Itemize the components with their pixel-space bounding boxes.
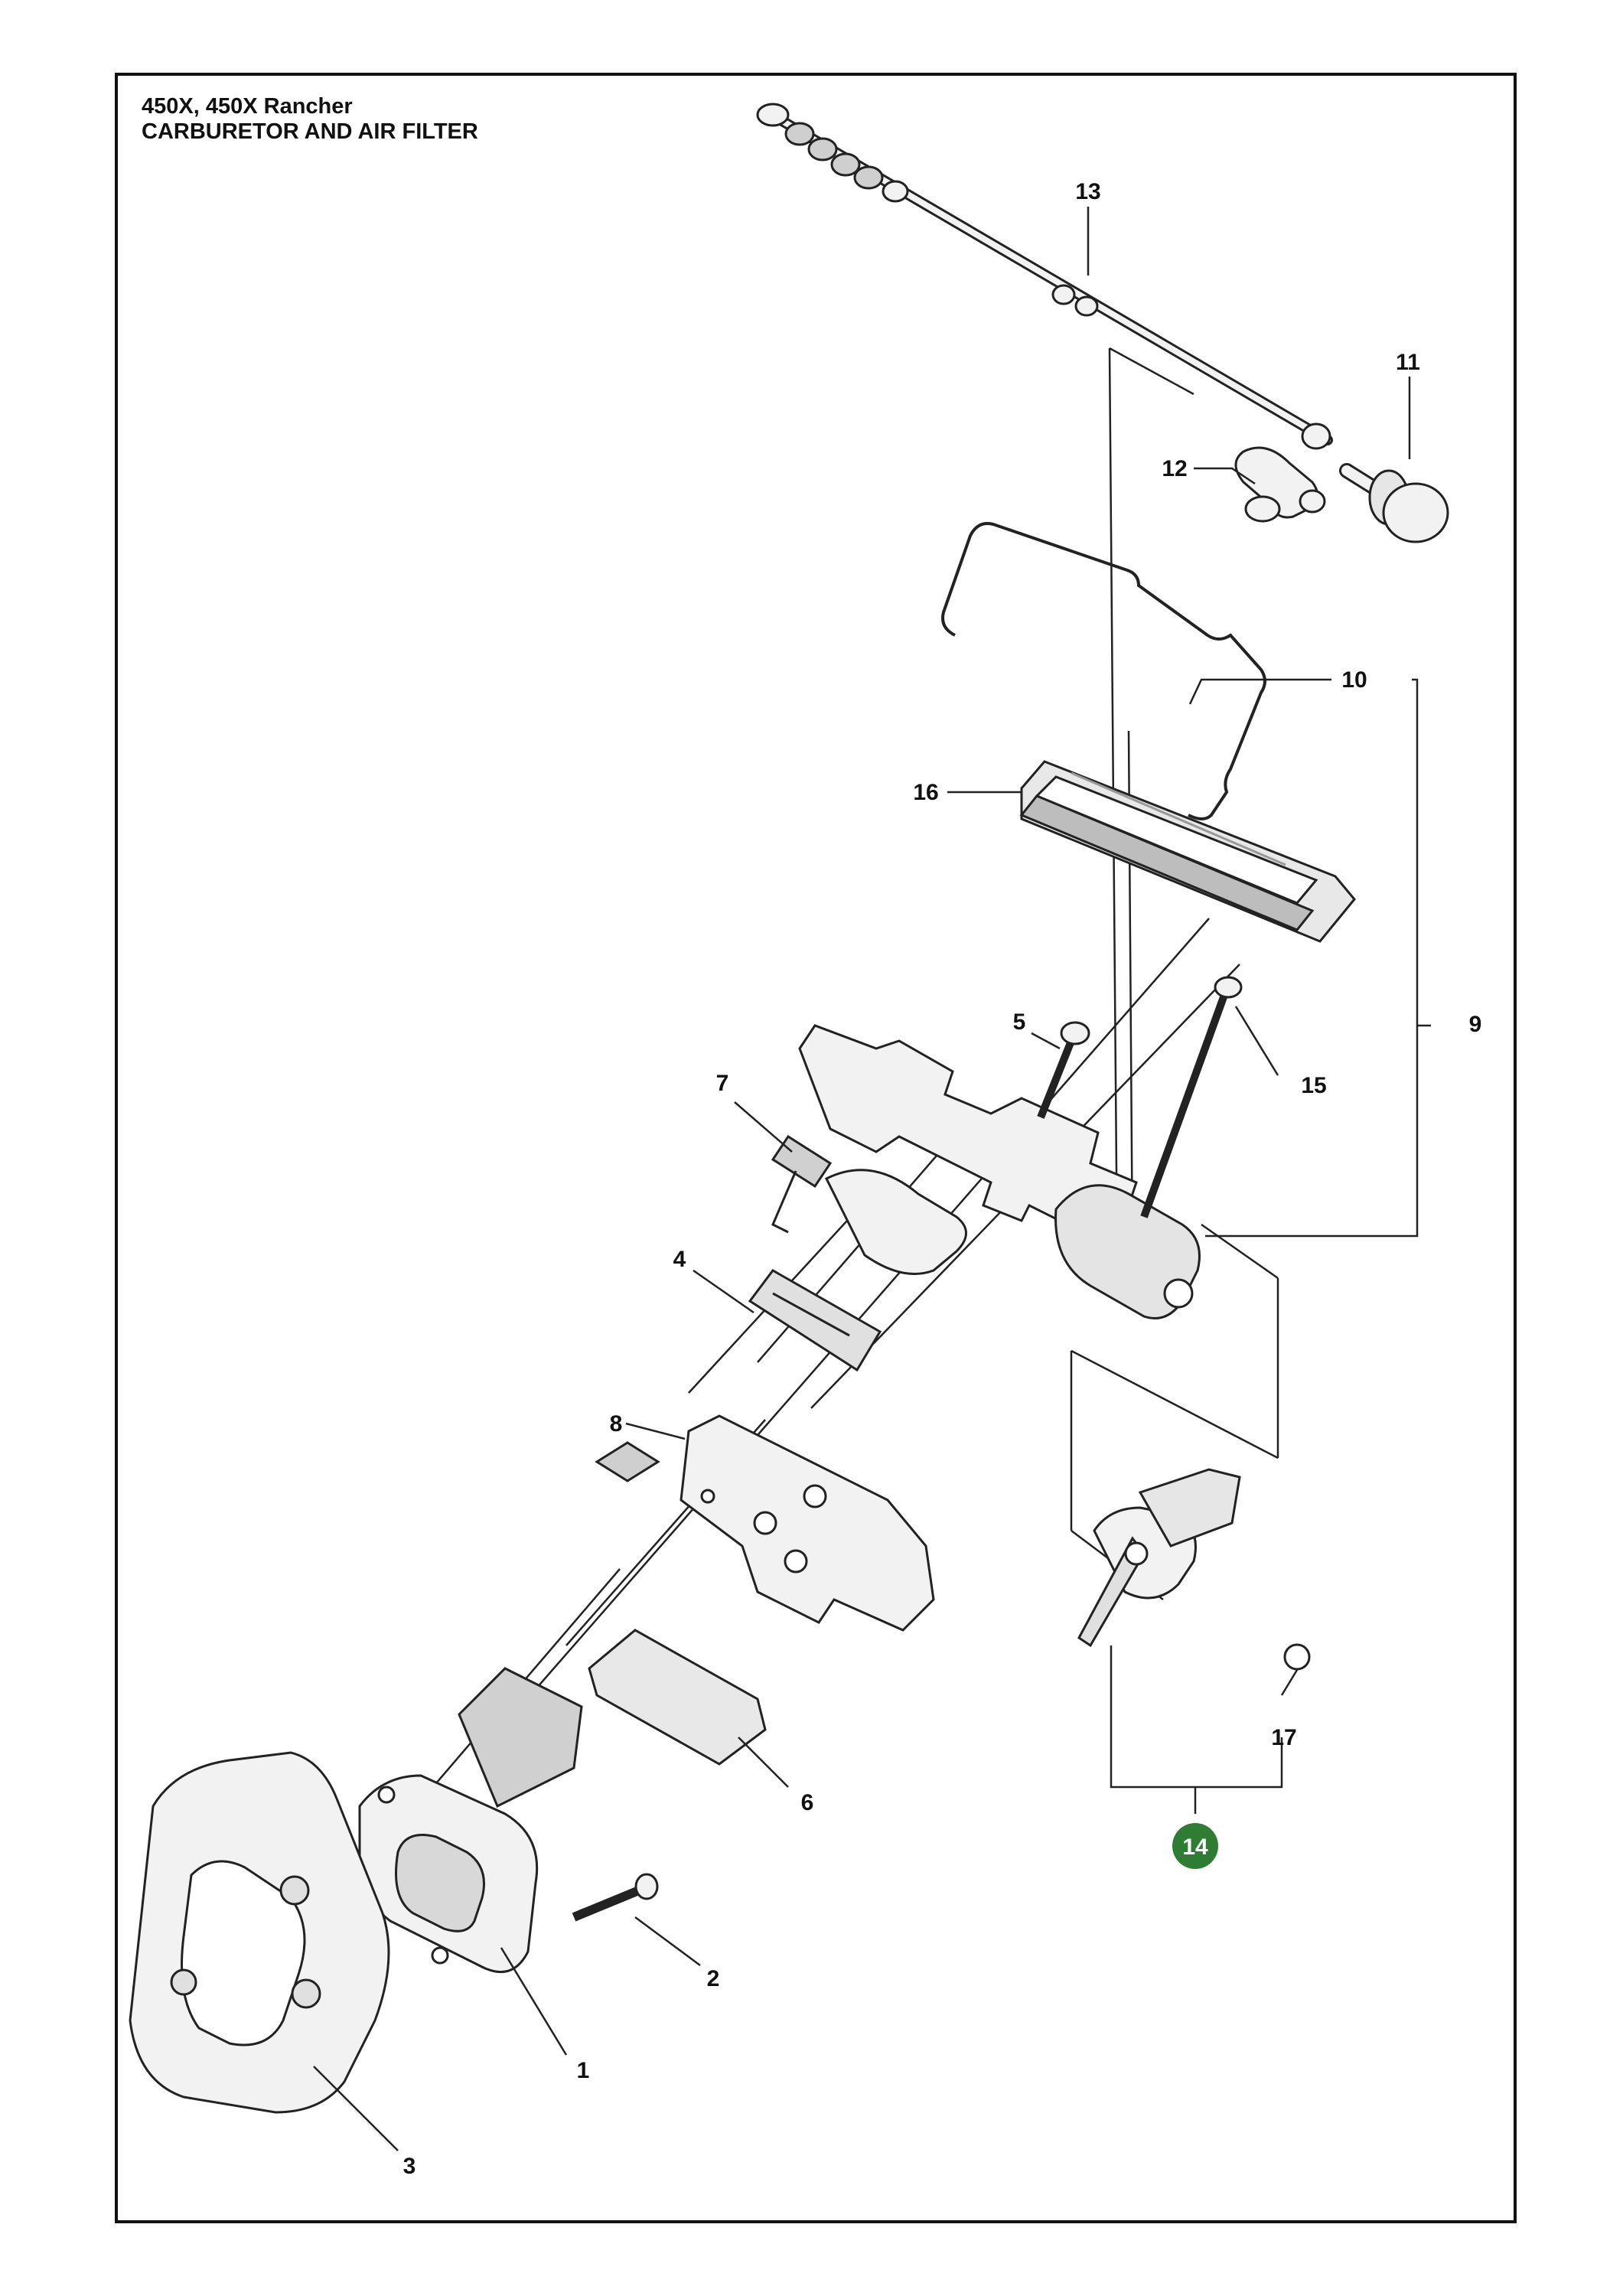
callout-14: 14 xyxy=(1182,1835,1208,1860)
diagram-section-title: CARBURETOR AND AIR FILTER xyxy=(142,119,478,144)
callout-12: 12 xyxy=(1162,456,1187,481)
diagram-frame xyxy=(115,73,1517,2223)
callout-4: 4 xyxy=(673,1247,686,1272)
callout-15: 15 xyxy=(1301,1073,1326,1098)
callout-3: 3 xyxy=(403,2154,416,2179)
gasket-part-6 xyxy=(588,1629,767,1766)
callout-14-badge xyxy=(1172,1823,1218,1869)
cover-plate-part xyxy=(129,1751,390,2114)
callout-9: 9 xyxy=(1469,1012,1482,1037)
filter-holder-part xyxy=(798,1024,1201,1319)
screw-part-2 xyxy=(572,1873,659,1922)
callout-8: 8 xyxy=(610,1411,623,1437)
primer-bulb-part xyxy=(1339,463,1449,543)
throttle-plate-part xyxy=(748,1269,882,1372)
fuel-connector-part xyxy=(1234,446,1326,523)
callout-10: 10 xyxy=(1341,667,1367,693)
callout-2: 2 xyxy=(707,1966,720,1991)
callout-1: 1 xyxy=(577,2058,590,2083)
callout-16: 16 xyxy=(913,780,938,805)
diagram-models-title: 450X, 450X Rancher xyxy=(142,94,353,119)
carburetor-part xyxy=(595,1414,935,1632)
screw-part-15 xyxy=(1140,976,1243,1218)
circlip-part xyxy=(1283,1643,1311,1671)
choke-rod-part xyxy=(756,103,1333,450)
callout-5: 5 xyxy=(1013,1009,1026,1035)
callout-7: 7 xyxy=(716,1071,729,1096)
air-filter-part xyxy=(1019,760,1356,943)
wire-bracket-part xyxy=(941,522,1266,820)
choke-assembly-part xyxy=(1077,1468,1241,1648)
leader-lines xyxy=(313,207,1431,2151)
callout-17: 17 xyxy=(1271,1725,1296,1750)
callout-11: 11 xyxy=(1396,350,1420,375)
screw-part-5 xyxy=(1037,1021,1090,1119)
intake-manifold-part xyxy=(358,1667,583,1974)
callout-13: 13 xyxy=(1075,179,1100,204)
choke-lever-part xyxy=(771,1134,967,1275)
callout-6: 6 xyxy=(801,1790,814,1815)
